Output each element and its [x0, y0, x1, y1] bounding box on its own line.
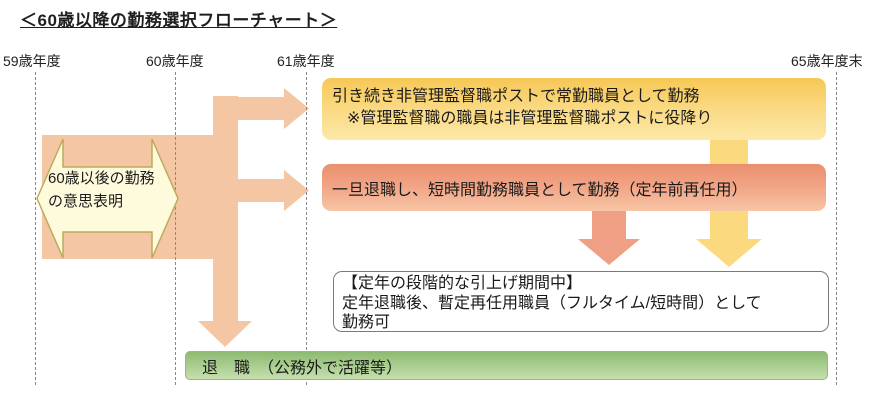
arrow-fulltime-to-provisional-head-icon [696, 239, 762, 267]
arrow-to-retire-head-icon [198, 321, 252, 347]
timeline-gridline-65 [836, 72, 837, 385]
intent-double-arrow-icon [36, 138, 179, 259]
provisional-rehire-line2: 定年退職後、暫定再任用職員（フルタイム/短時間）として [342, 294, 762, 312]
arrow-to-parttime-shaft [238, 179, 284, 202]
branch-column [213, 96, 238, 321]
provisional-rehire-line1: 【定年の段階的な引上げ期間中】 [342, 275, 583, 292]
continue-fulltime-line2: ※管理監督職の職員は非管理監督職ポストに役降り [347, 110, 713, 127]
node-continue-fulltime: 引き続き非管理監督職ポストで常勤職員として勤務 ※管理監督職の職員は非管理監督職… [322, 78, 826, 140]
timeline-gridline-60 [175, 72, 176, 385]
parttime-rehire-label: 一旦退職し、短時間勤務職員として勤務（定年前再任用） [332, 181, 748, 199]
timeline-label-61: 61歳年度 [277, 53, 335, 69]
provisional-rehire-line3: 勤務可 [342, 314, 391, 331]
arrow-parttime-to-provisional-shaft [592, 211, 626, 239]
node-parttime-rehire: 一旦退職し、短時間勤務職員として勤務（定年前再任用） [322, 164, 826, 211]
timeline-label-65: 65歳年度末 [791, 53, 863, 69]
continue-fulltime-line1: 引き続き非管理監督職ポストで常勤職員として勤務 [332, 88, 700, 105]
intent-line2: の意思表明 [48, 193, 124, 210]
timeline-gridline-59 [35, 72, 36, 385]
arrow-to-fulltime-shaft [213, 97, 284, 120]
retire-label: 退 職 （公務外で活躍等） [202, 359, 403, 377]
node-provisional-rehire: 【定年の段階的な引上げ期間中】 定年退職後、暫定再任用職員（フルタイム/短時間）… [333, 271, 829, 332]
timeline-label-60: 60歳年度 [146, 53, 204, 69]
timeline-label-59: 59歳年度 [3, 53, 61, 69]
node-retire: 退 職 （公務外で活躍等） [185, 351, 828, 380]
arrow-parttime-to-provisional-head-icon [578, 239, 640, 265]
node-intent: 60歳以後の勤務 の意思表明 [48, 167, 188, 213]
page-title: ＜60歳以降の勤務選択フローチャート＞ [20, 11, 338, 30]
timeline-gridline-61 [306, 72, 307, 385]
intent-line1: 60歳以後の勤務 [48, 170, 155, 187]
